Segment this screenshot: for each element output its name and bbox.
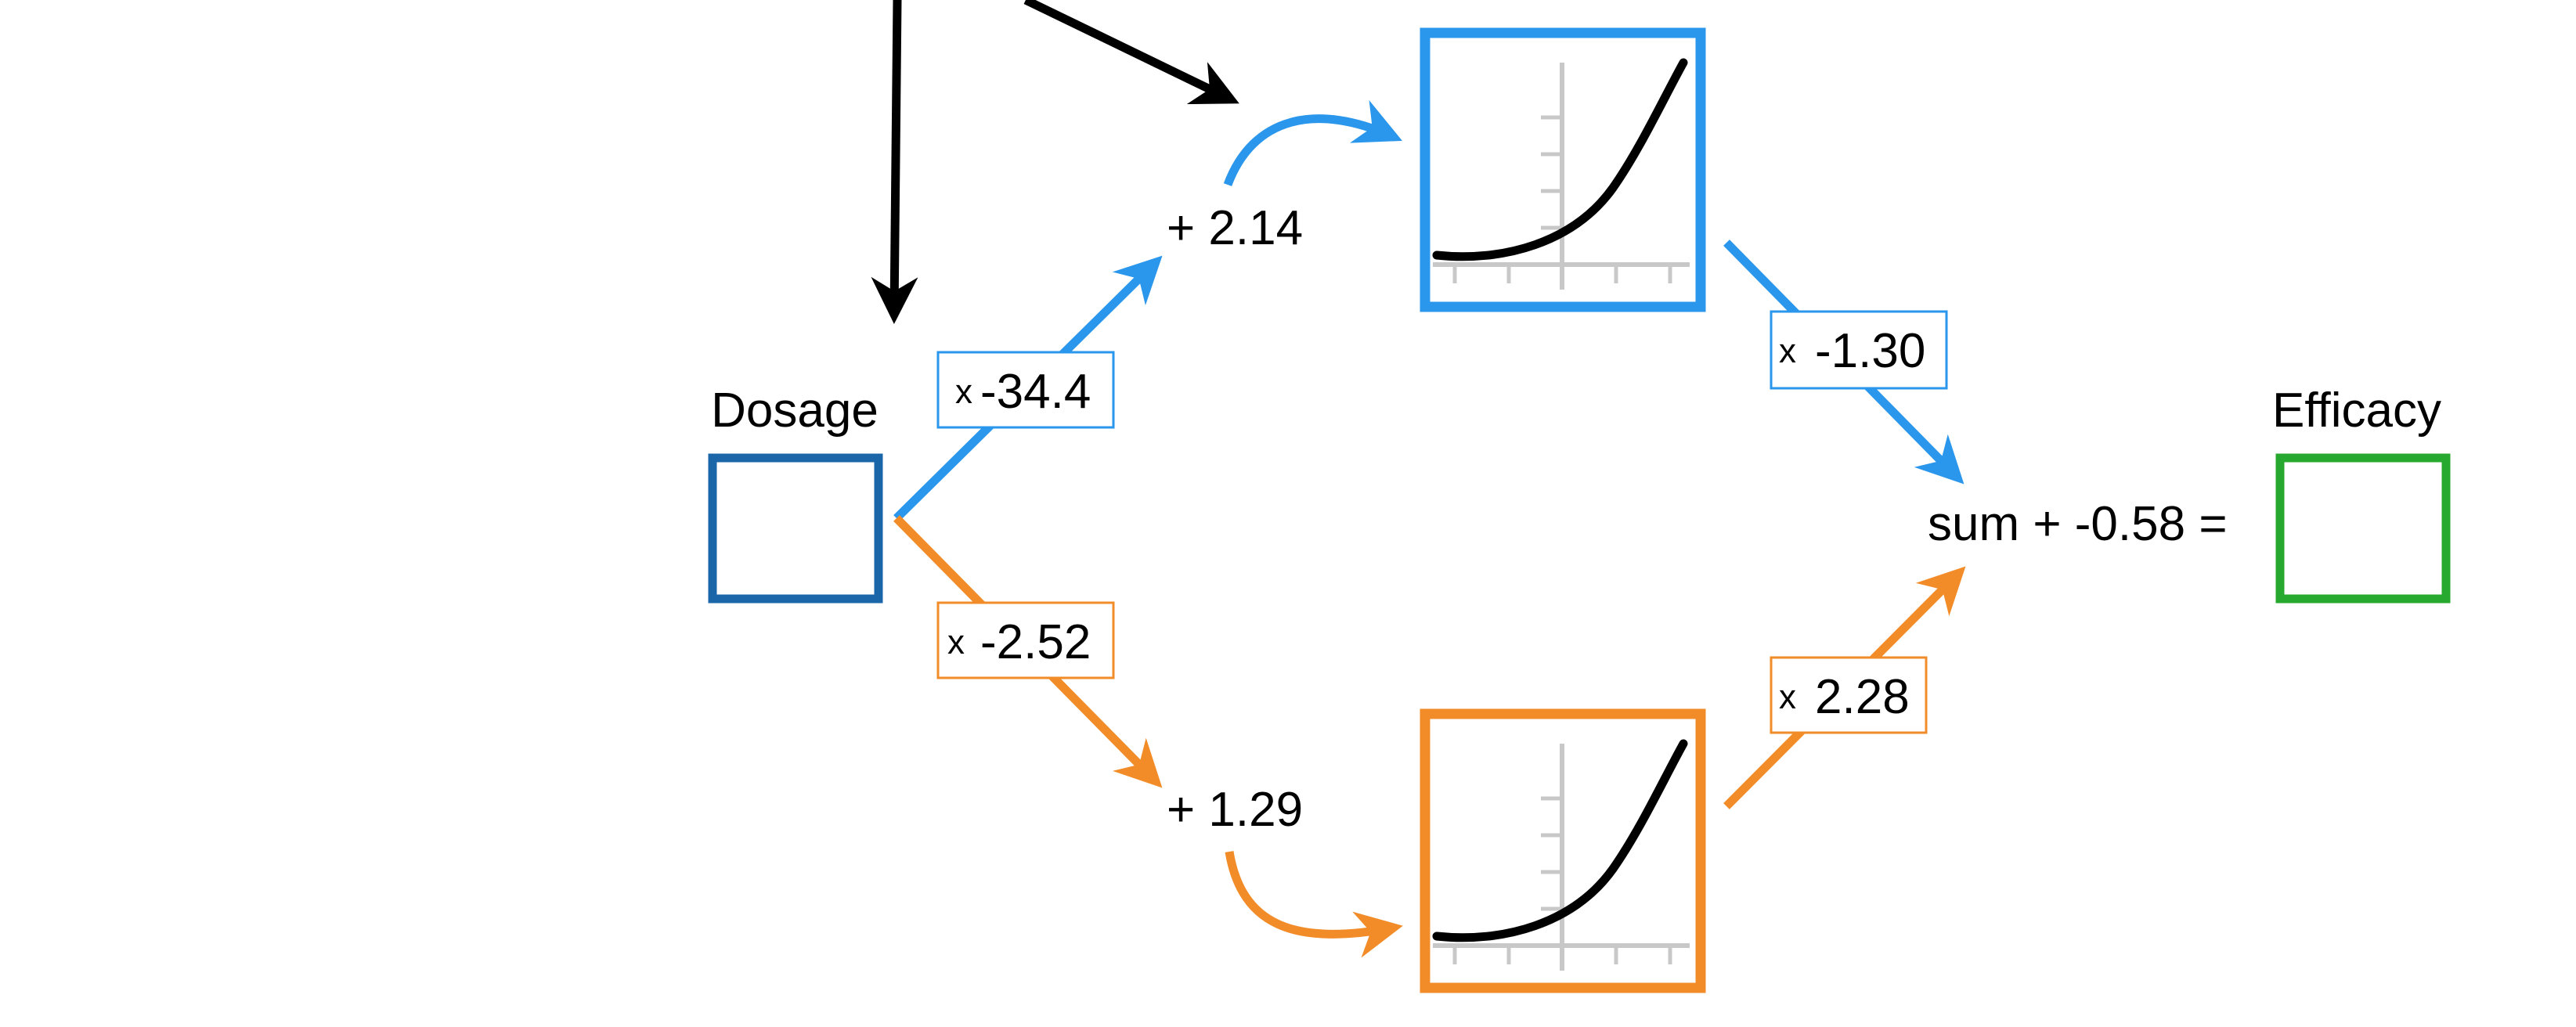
output-node-box [2275,453,2451,604]
top-bias-curved-arrow [1223,99,1402,186]
bottom-bias-curved-arrow [1225,851,1403,958]
bottom-bias-label: + 1.29 [1167,783,1303,837]
output-label: Efficacy [2272,384,2441,438]
bottom-out-weight-value: 2.28 [1815,670,1910,724]
top-out-weight-value: -1.30 [1815,324,1925,378]
input-node-box [708,453,883,604]
top-weight-value: -34.4 [980,365,1091,419]
top-activation-node [1420,27,1706,312]
output-expression: sum + -0.58 = [1928,497,2228,551]
bottom-out-weight-box [1770,656,1928,734]
bottom-out-weight-prefix: x [1779,678,1796,716]
top-bias-label: + 2.14 [1167,201,1303,255]
bottom-weight-value: -2.52 [980,615,1091,669]
bottom-weight-box [936,601,1115,679]
input-label: Dosage [711,384,879,438]
incoming-arrow-diagonal [1023,0,1239,105]
incoming-arrow-down [871,0,918,324]
softplus-curve-icon [1432,739,1690,971]
bottom-activation-node [1420,708,1706,993]
softplus-curve-icon [1432,58,1690,290]
top-out-weight-prefix: x [1779,332,1796,370]
bottom-weight-prefix: x [947,623,965,661]
top-weight-prefix: x [955,373,972,411]
top-out-weight-box [1770,310,1948,390]
top-weight-box [936,351,1115,429]
